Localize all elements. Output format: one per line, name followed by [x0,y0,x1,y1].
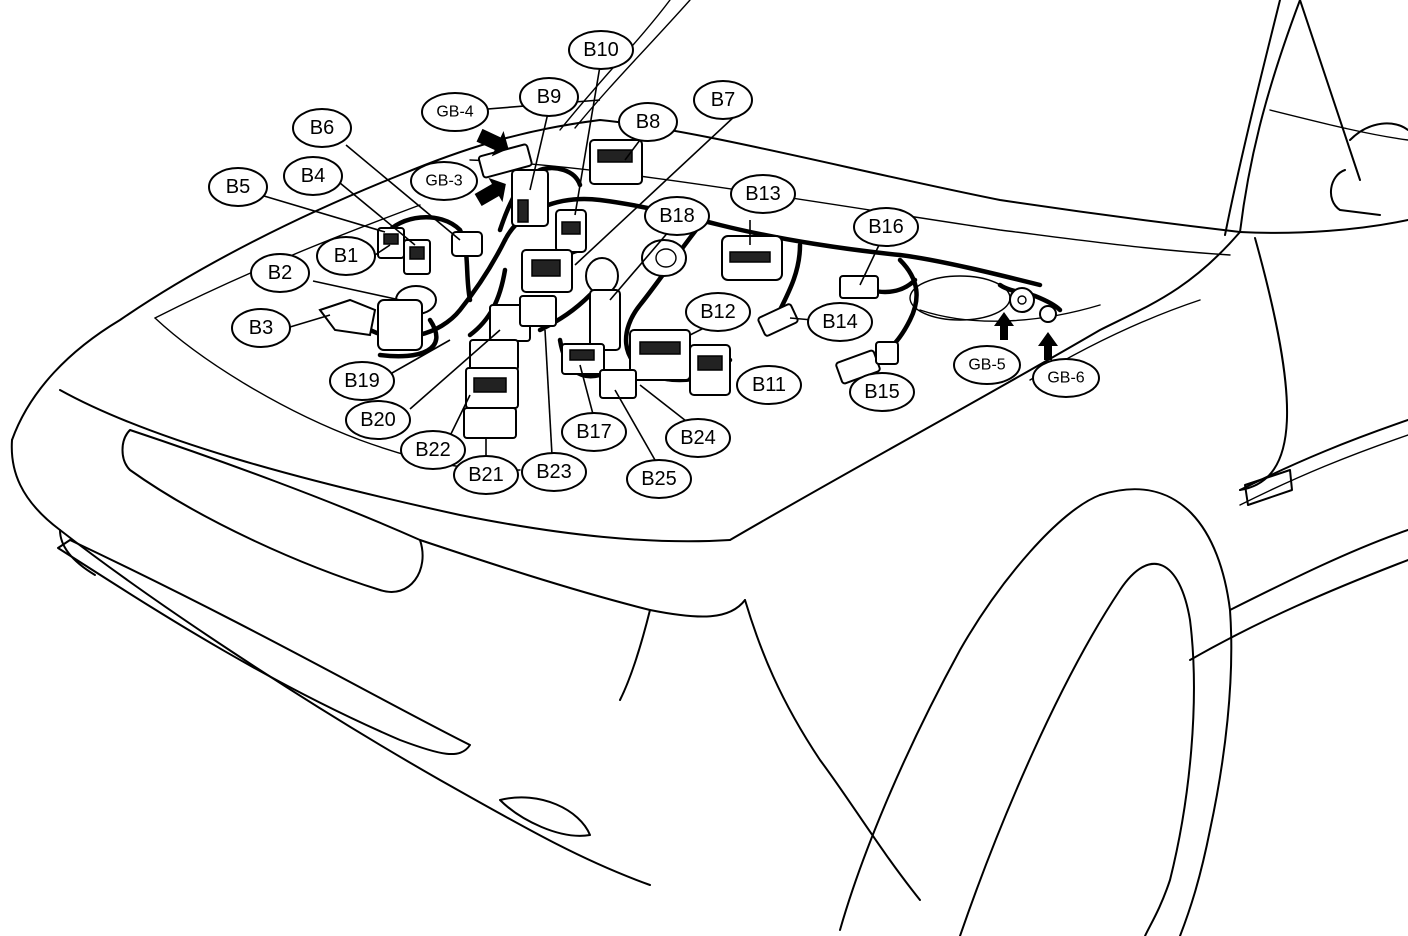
callout-b12-label: B12 [700,301,736,323]
connector-b18-boot [585,257,619,295]
callout-b7: B7 [693,80,753,120]
callout-b2: B2 [250,253,310,293]
connector-b12 [629,329,691,381]
callout-b2-label: B2 [268,262,292,284]
callout-b17: B17 [561,412,627,452]
callout-gb6: GB-6 [1032,358,1100,398]
connector-b6 [451,231,483,257]
connectors [318,139,1057,439]
callout-b6: B6 [292,108,352,148]
callout-b16: B16 [853,207,919,247]
callout-b15: B15 [849,372,915,412]
callout-b25-label: B25 [641,468,677,490]
callout-b3-label: B3 [249,317,273,339]
callout-b22: B22 [400,430,466,470]
callout-b13: B13 [730,174,796,214]
callout-b1: B1 [316,236,376,276]
ground-gb6 [1039,305,1057,323]
callout-b1-label: B1 [334,245,358,267]
callout-b16-label: B16 [868,216,904,238]
ground-arrows [474,128,1058,360]
callout-b23-label: B23 [536,461,572,483]
callout-b9: B9 [519,77,579,117]
callout-b22-label: B22 [415,439,451,461]
callout-b7-label: B7 [711,89,735,111]
callout-b21: B21 [453,455,519,495]
callout-gb4-label: GB-4 [436,104,473,121]
callout-b10-label: B10 [583,39,619,61]
callout-b25: B25 [626,459,692,499]
car-body [10,0,1408,936]
connector-b23 [519,295,557,327]
callout-gb5-label: GB-5 [968,357,1005,374]
callout-b5: B5 [208,167,268,207]
connector-b21 [463,407,517,439]
callout-gb5: GB-5 [953,345,1021,385]
callout-b8: B8 [618,102,678,142]
connector-b16 [839,275,879,299]
callout-b9-label: B9 [537,86,561,108]
callout-gb6-label: GB-6 [1047,370,1084,387]
callout-b20-label: B20 [360,409,396,431]
callout-b24: B24 [665,418,731,458]
callout-b4: B4 [283,156,343,196]
callout-b8-label: B8 [636,111,660,133]
callout-b11: B11 [736,365,802,405]
callout-b15-label: B15 [864,381,900,403]
callout-b11-label: B11 [752,374,786,396]
callout-b18-label: B18 [659,205,695,227]
callout-b18: B18 [644,196,710,236]
connector-b19 [377,299,423,351]
connector-b14 [757,303,799,337]
callout-b17-label: B17 [576,421,612,443]
callout-b24-label: B24 [680,427,716,449]
arrow-gb5-icon [994,312,1014,340]
callout-b23: B23 [521,452,587,492]
callout-b6-label: B6 [310,117,334,139]
connector-b25 [599,369,637,399]
callout-b5-label: B5 [226,176,250,198]
callout-b14-label: B14 [822,311,858,333]
callout-gb4: GB-4 [421,92,489,132]
callout-b19-label: B19 [344,370,380,392]
connector-b18 [641,239,687,277]
callout-gb3: GB-3 [410,161,478,201]
arrow-gb6-icon [1038,332,1058,360]
callout-b13-label: B13 [745,183,781,205]
callout-b19: B19 [329,361,395,401]
connector-b23-body [589,289,621,351]
connector-b3 [318,298,377,337]
callout-b21-label: B21 [468,464,504,486]
callout-b4-label: B4 [301,165,325,187]
callout-b20: B20 [345,400,411,440]
arrow-gb4-icon [476,128,509,157]
callout-gb3-label: GB-3 [425,173,462,190]
callout-b14: B14 [807,302,873,342]
callout-b10: B10 [568,30,634,70]
arrow-gb3-icon [474,177,506,207]
callout-b3: B3 [231,308,291,348]
connector-b22-upper [469,339,519,371]
callout-b12: B12 [685,292,751,332]
ground-gb5 [1009,287,1035,313]
